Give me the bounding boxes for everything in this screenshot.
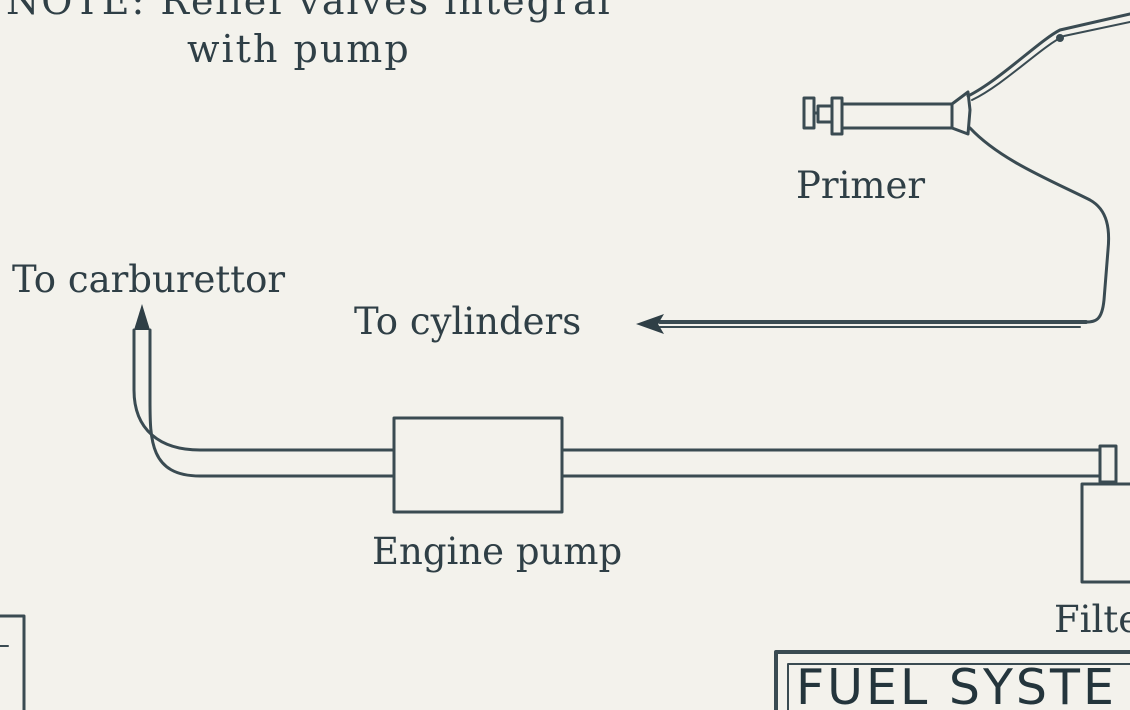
to-carburettor-label: To carburettor (12, 258, 285, 301)
carburettor-line (132, 304, 396, 478)
pump-to-filter-line (560, 444, 1118, 484)
arrow-up-icon (134, 304, 150, 330)
primer-lines (966, 12, 1130, 324)
left-partial-box (0, 614, 26, 710)
to-cylinders-line (636, 314, 1088, 334)
filter (1080, 482, 1130, 584)
primer-pump (802, 90, 972, 136)
to-cylinders-label: To cylinders (354, 300, 581, 343)
arrow-left-icon (636, 314, 664, 334)
title-block (774, 650, 1130, 710)
engine-pump-label: Engine pump (372, 530, 622, 573)
note-line-2: with pump (187, 27, 411, 71)
filter-label: Filte (1054, 598, 1130, 641)
note-line-1: NOTE: Relief valves integral (6, 0, 612, 23)
engine-pump-box (392, 416, 564, 514)
primer-label: Primer (796, 164, 925, 207)
diagram-title: FUEL SYSTE (796, 659, 1117, 710)
